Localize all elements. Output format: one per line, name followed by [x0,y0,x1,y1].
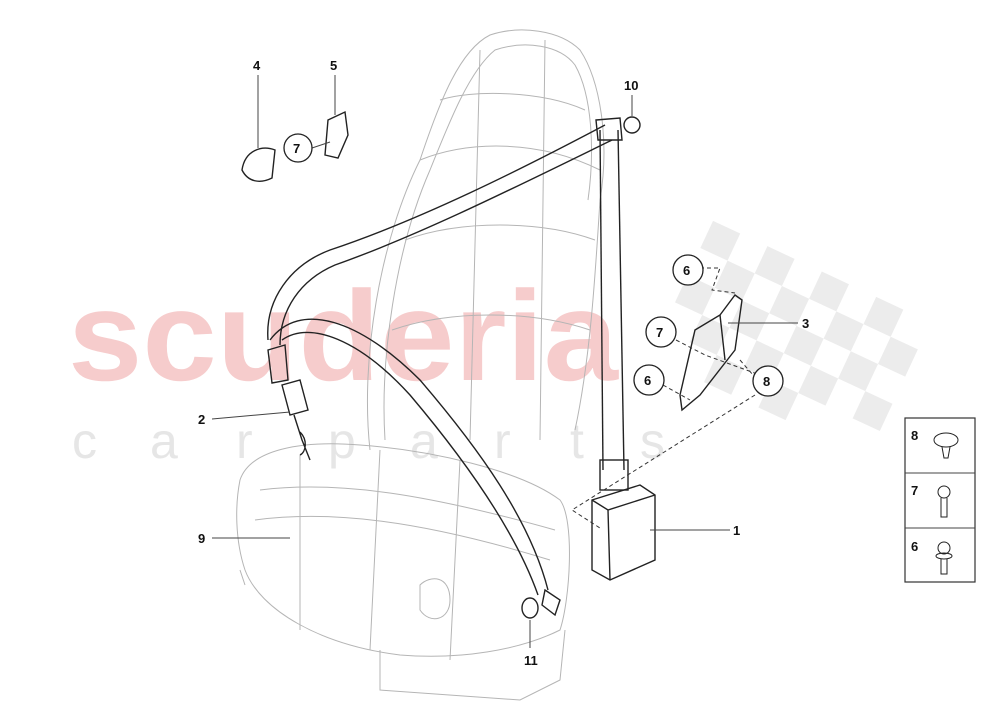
clip-part-5 [324,110,349,159]
fastener-legend: 8 7 6 [904,417,976,583]
callout-7-bracket[interactable]: 7 [656,325,663,340]
callout-8[interactable]: 8 [763,374,770,389]
callout-7-top[interactable]: 7 [293,141,300,156]
legend-number: 7 [911,483,918,498]
callout-7-circle [283,133,313,163]
watermark-letter: a [410,413,438,469]
callout-1[interactable]: 1 [733,523,740,538]
bracket-part-3 [679,294,743,412]
watermark-letter: p [328,413,356,469]
watermark-brand: scuderia [68,265,619,408]
callout-6-top[interactable]: 6 [683,263,690,278]
watermark-letter: s [640,413,665,469]
cap-part-10 [623,116,641,134]
clip-icon [933,432,959,459]
callout-6-bracket[interactable]: 6 [644,373,651,388]
assembly-lines [571,267,761,529]
watermark-letter: r [494,413,511,469]
callout-2[interactable]: 2 [198,412,205,427]
watermark-letter: a [150,413,178,469]
bolt-icon [937,485,951,518]
watermark-letter: t [570,413,584,469]
callout-4[interactable]: 4 [253,58,261,73]
seat-belt-webbing [267,117,625,617]
callout-5[interactable]: 5 [330,58,337,73]
callout-3[interactable]: 3 [802,316,809,331]
grommet-part-11 [521,597,539,619]
legend-number: 8 [911,428,918,443]
flange-bolt-icon [935,541,953,575]
watermark-letter: c [72,413,97,469]
callout-11[interactable]: 11 [524,653,538,668]
buckle-part-2 [267,344,311,461]
callout-8-circle [752,365,784,397]
callout-6-circle [672,254,704,286]
watermark-subtitle: c a r p a r t s [72,413,665,469]
cover-part-4 [241,147,276,182]
callout-7-circle [645,316,677,348]
callout-10[interactable]: 10 [624,78,638,93]
retractor-part-1 [591,459,656,581]
leader-lines [211,75,798,648]
callout-9[interactable]: 9 [198,531,205,546]
seat-drawing [236,29,605,701]
watermark-letter: r [236,413,253,469]
callout-6-circle [633,364,665,396]
legend-number: 6 [911,539,918,554]
